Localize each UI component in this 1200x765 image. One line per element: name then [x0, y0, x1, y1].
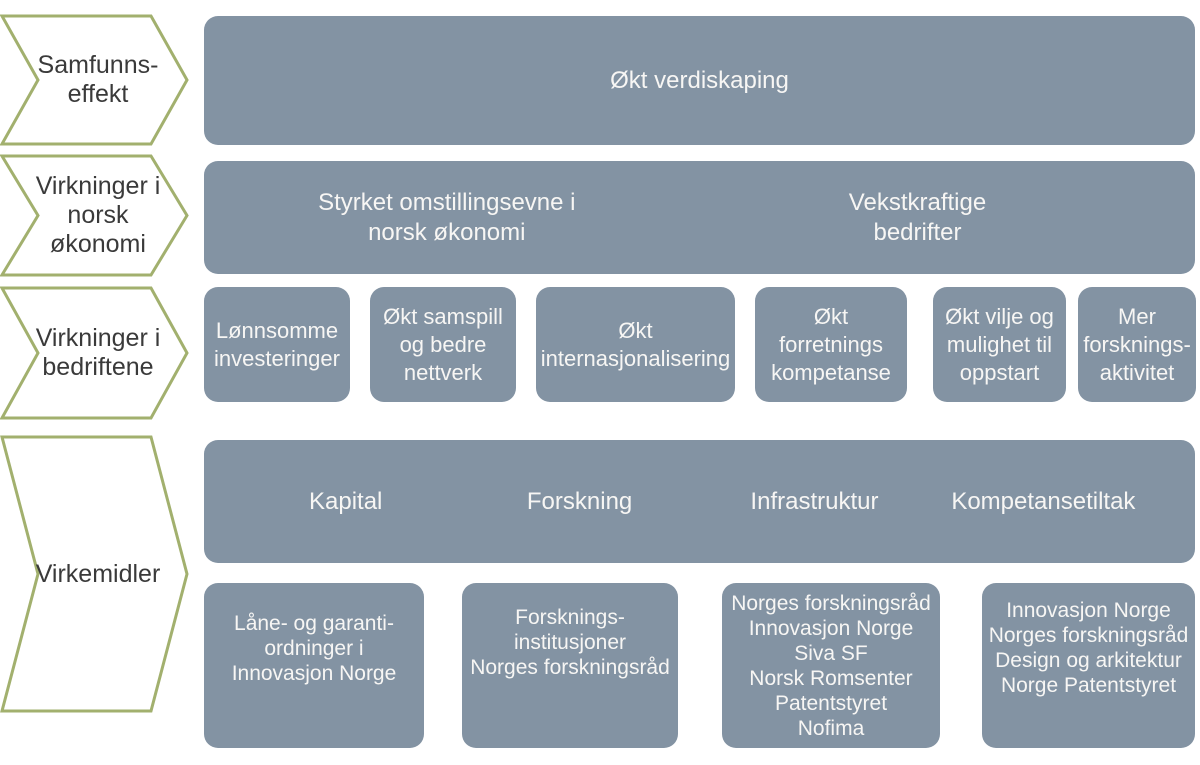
chevron-label: Samfunns- effekt — [37, 51, 159, 108]
category-label-kompetansetiltak: Kompetansetiltak — [951, 487, 1136, 515]
box-aktorer-kompetansetiltak: Innovasjon Norge Norges forskningsråd De… — [982, 583, 1195, 748]
box-okt-vilje-oppstart: Økt vilje og mulighet til oppstart — [933, 287, 1066, 402]
effect-label-omstillingsevne: Styrket omstillingsevne i norsk økonomi — [318, 188, 576, 246]
actor-label: Låne- og garanti- ordninger i Innovasjon… — [231, 612, 397, 685]
effect-label: Økt vilje og mulighet til oppstart — [945, 303, 1054, 385]
chevron-arrow-shape — [0, 154, 189, 277]
box-virkninger-okonomi: Styrket omstillingsevne i norsk økonomi … — [204, 161, 1195, 274]
chevron-samfunnseffekt: Samfunns- effekt — [0, 14, 190, 146]
chevron-virkninger-okonomi: Virkninger i norsk økonomi — [0, 154, 190, 277]
chevron-virkemidler: Virkemidler — [0, 435, 190, 713]
box-mer-forskningsaktivitet: Mer forsknings- aktivitet — [1078, 287, 1196, 402]
chevron-arrow-shape — [0, 14, 189, 146]
effect-label: Økt internasjonalisering — [540, 317, 731, 371]
category-label-infrastruktur: Infrastruktur — [750, 487, 879, 515]
effect-label: Økt verdiskaping — [610, 66, 789, 94]
category-label-kapital: Kapital — [309, 487, 383, 515]
chevron-arrow-shape — [0, 286, 189, 420]
box-virkemiddel-kategorier: Kapital Forskning Infrastruktur Kompetan… — [204, 440, 1195, 563]
box-aktorer-infrastruktur: Norges forskningsråd Innovasjon Norge Si… — [722, 583, 940, 748]
category-label-forskning: Forskning — [526, 487, 633, 515]
box-okt-internasjonalisering: Økt internasjonalisering — [536, 287, 735, 402]
effect-label: Mer forsknings- aktivitet — [1083, 303, 1191, 385]
effect-label: Lønnsomme investeringer — [214, 317, 340, 371]
chevron-label: Virkninger i norsk økonomi — [35, 172, 161, 258]
box-aktorer-kapital: Låne- og garanti- ordninger i Innovasjon… — [204, 583, 424, 748]
box-okt-forretningskompetanse: Økt forretnings kompetanse — [755, 287, 907, 402]
effect-label-vekstkraftige: Vekstkraftige bedrifter — [848, 188, 987, 246]
chevron-label: Virkninger i bedriftene — [35, 324, 161, 381]
chevron-virkninger-bedriftene: Virkninger i bedriftene — [0, 286, 190, 420]
actor-label: Norges forskningsråd Innovasjon Norge Si… — [731, 592, 931, 740]
box-okt-verdiskaping: Økt verdiskaping — [204, 16, 1195, 145]
actor-label: Forsknings- institusjoner Norges forskni… — [470, 606, 670, 679]
chevron-label: Virkemidler — [35, 559, 161, 588]
effect-label: Økt samspill og bedre nettverk — [383, 303, 503, 385]
box-okt-samspill-nettverk: Økt samspill og bedre nettverk — [370, 287, 516, 402]
effect-label: Økt forretnings kompetanse — [771, 303, 891, 385]
actor-label: Innovasjon Norge Norges forskningsråd De… — [988, 599, 1189, 697]
box-lonnsomme-investeringer: Lønnsomme investeringer — [204, 287, 350, 402]
chevron-arrow-shape — [0, 435, 189, 713]
box-aktorer-forskning: Forsknings- institusjoner Norges forskni… — [462, 583, 678, 748]
